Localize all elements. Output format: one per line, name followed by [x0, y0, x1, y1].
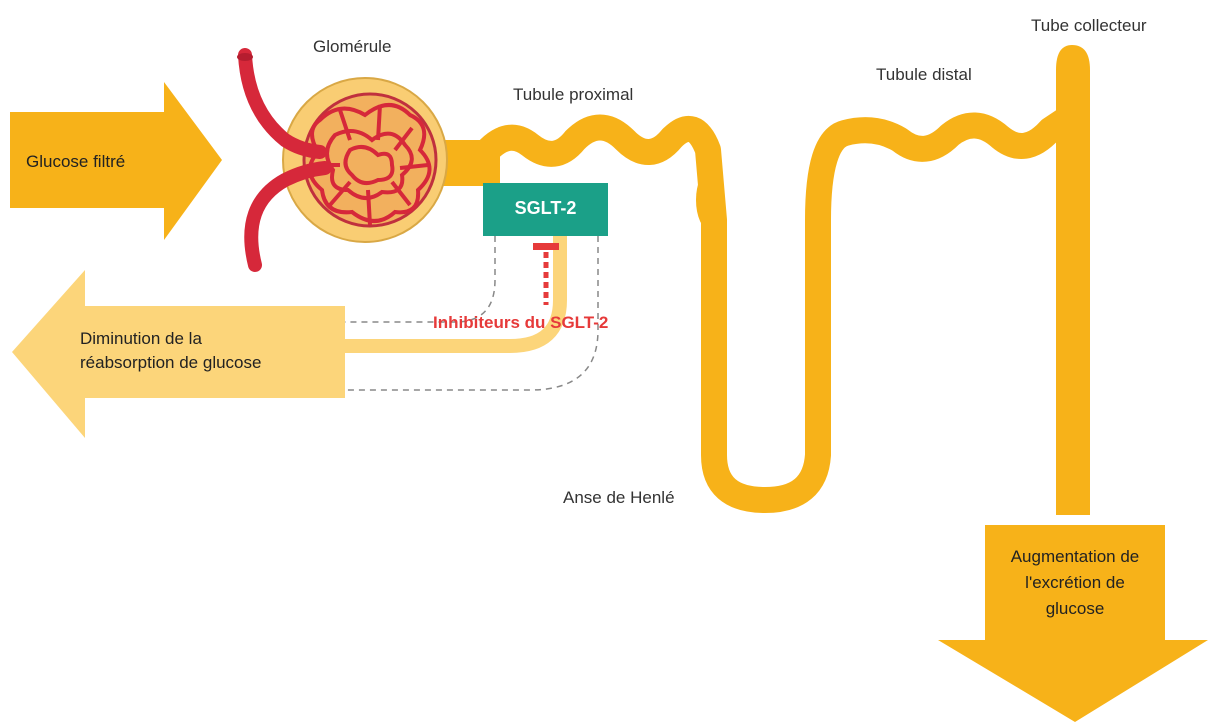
- sglt2-label: SGLT-2: [483, 198, 608, 219]
- tube-collecteur-label: Tube collecteur: [1031, 15, 1147, 36]
- tubule-path: [440, 118, 1068, 500]
- anse-henle-label: Anse de Henlé: [563, 487, 675, 508]
- augmentation-label-line3: glucose: [1000, 598, 1150, 619]
- glomerulus-capillaries: [304, 94, 436, 226]
- diminution-label-line2: réabsorption de glucose: [80, 352, 261, 373]
- diminution-label-line1: Diminution de la: [80, 328, 202, 349]
- tubule-lumen: [714, 240, 808, 490]
- inhibiteurs-label: Inhibiteurs du SGLT-2: [433, 313, 608, 333]
- augmentation-label-line2: l'excrétion de: [1000, 572, 1150, 593]
- tubule-proximal-label: Tubule proximal: [513, 84, 633, 105]
- proximal-bulge: [696, 170, 724, 230]
- vessel-opening: [237, 53, 253, 61]
- glomerule-label: Glomérule: [313, 36, 391, 57]
- glucose-filtre-label: Glucose filtré: [26, 151, 125, 172]
- tube-collecteur-shape: [1056, 45, 1090, 515]
- tubule-distal-label: Tubule distal: [876, 64, 972, 85]
- inhibitor-bar: [533, 243, 559, 250]
- augmentation-label-line1: Augmentation de: [1000, 546, 1150, 567]
- proximal-start: [440, 140, 500, 186]
- dashed-guide-inner: [345, 236, 495, 322]
